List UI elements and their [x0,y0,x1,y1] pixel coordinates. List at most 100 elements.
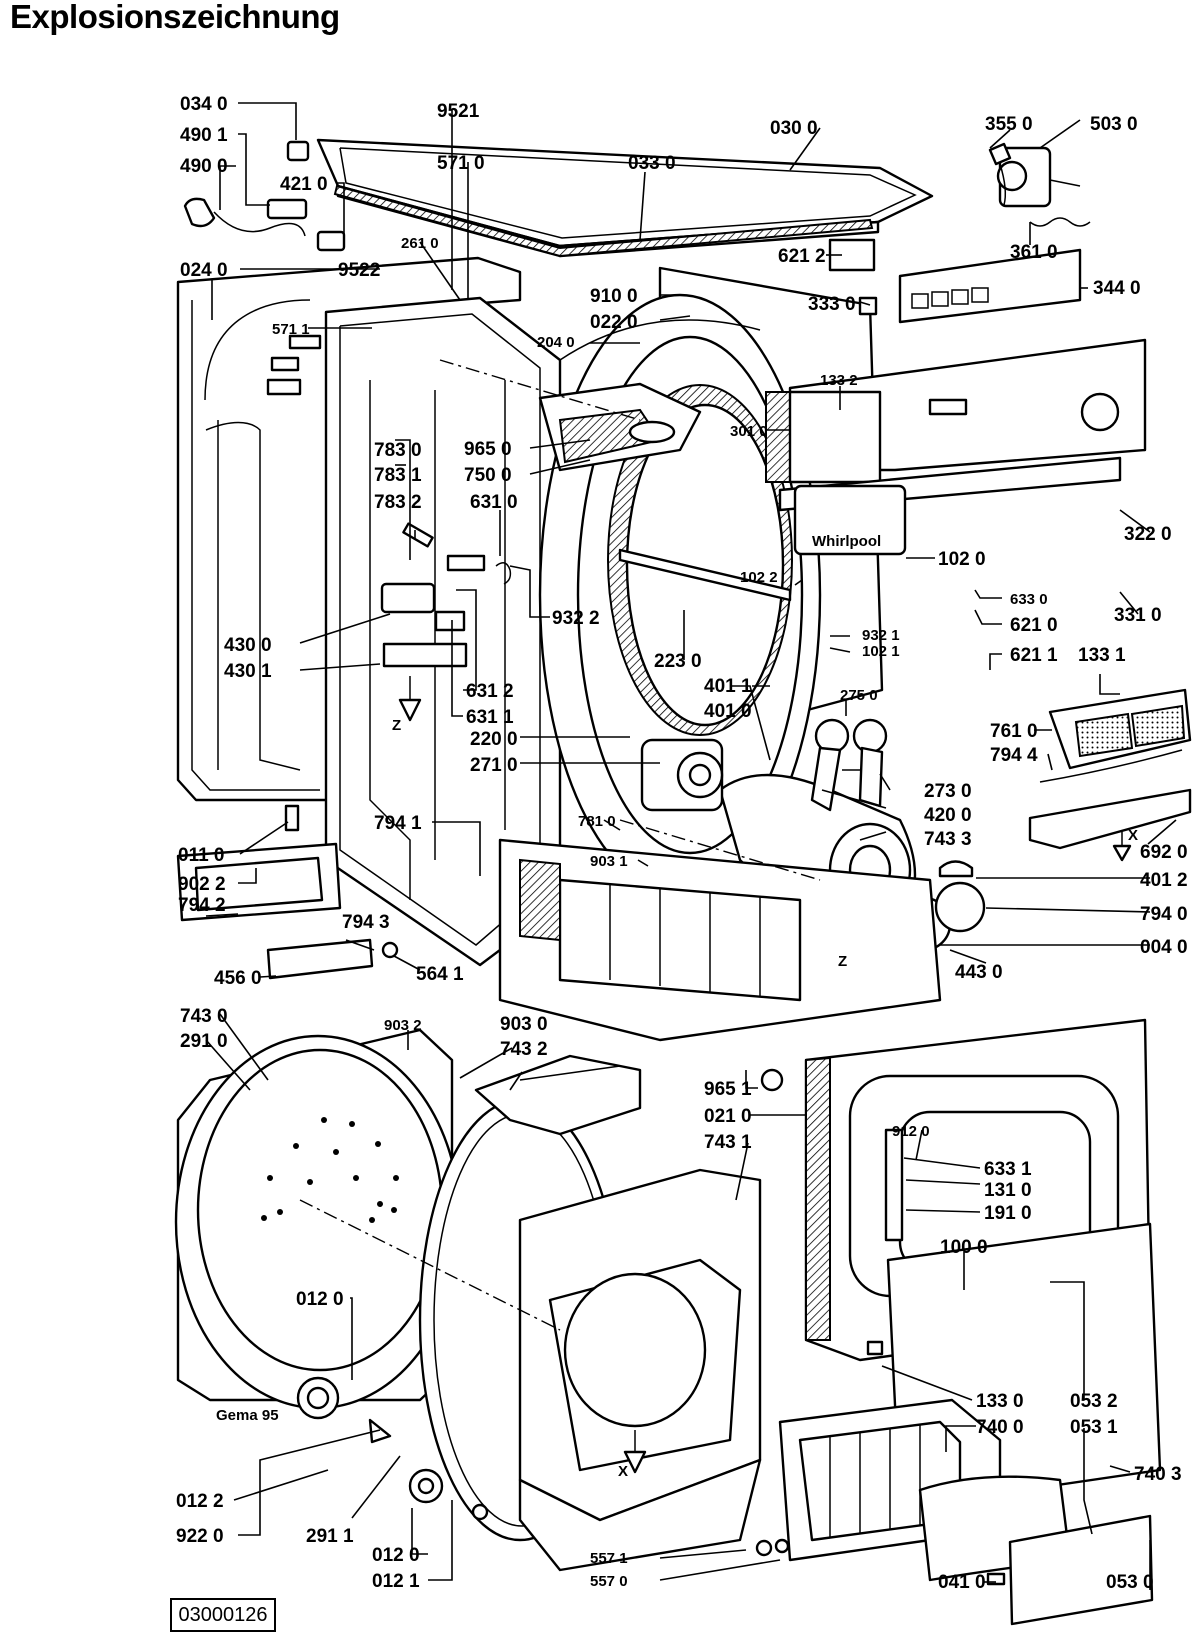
callout-012-2: 012 2 [176,1491,224,1512]
callout-965-1: 965 1 [704,1079,752,1100]
motor-part [640,738,724,812]
callout-761-0: 761 0 [990,721,1038,742]
callout-490-0: 490 0 [180,156,228,177]
callout-794-2: 794 2 [178,895,226,916]
lid-gasket-part [333,184,874,258]
lint-filter-part [1028,688,1192,850]
callout-223-0: 223 0 [654,651,702,672]
callout-633-0: 633 0 [1010,591,1048,608]
callout-932-1: 932 1 [862,627,900,644]
callout-783-2: 783 2 [374,492,422,513]
callout-740-3: 740 3 [1134,1464,1182,1485]
callout-204-0: 204 0 [537,334,575,351]
callout-030-0: 030 0 [770,118,818,139]
callout-903-2: 903 2 [384,1017,422,1034]
callout-012-0-top: 012 0 [296,1289,344,1310]
callout-421-0: 421 0 [280,174,328,195]
callout-401-1: 401 1 [704,676,752,697]
callout-794-0: 794 0 [1140,904,1188,925]
parts-artwork: Whirlpool [174,138,1192,1626]
callout-631-0: 631 0 [470,492,518,513]
callout-740-0: 740 0 [976,1417,1024,1438]
marker-x-filter: X [1128,827,1138,844]
callout-331-0: 331 0 [1114,605,1162,626]
callout-783-1: 783 1 [374,465,422,486]
clamp-part [938,860,974,878]
callout-794-1: 794 1 [374,813,422,834]
callout-344-0: 344 0 [1093,278,1141,299]
callout-033-0: 033 0 [628,153,676,174]
marker-z-left: Z [392,717,401,734]
callout-273-0: 273 0 [924,781,972,802]
sensor-lead [999,163,1007,206]
marker-z-right: Z [838,953,847,970]
callout-564-1: 564 1 [416,964,464,985]
callout-004-0: 004 0 [1140,937,1188,958]
callout-100-0: 100 0 [940,1237,988,1258]
callout-401-2: 401 2 [1140,870,1188,891]
callout-9521: 9521 [437,101,480,122]
callout-133-1: 133 1 [1078,645,1126,666]
callout-021-0: 021 0 [704,1106,752,1127]
callout-903-0: 903 0 [500,1014,548,1035]
callout-361-0: 361 0 [1010,242,1058,263]
callout-022-0-top: 022 0 [590,312,638,333]
callout-621-2: 621 2 [778,246,826,267]
seal-part [474,1054,642,1136]
callout-401-0: 401 0 [704,701,752,722]
callout-750-0: 750 0 [464,465,512,486]
callout-301-0: 301 0 [730,423,768,440]
callout-922-0: 922 0 [176,1526,224,1547]
callout-011-0: 011 0 [178,845,225,866]
callout-783-0: 783 0 [374,440,422,461]
cover-plate-parts [176,804,399,980]
callout-053-1: 053 1 [1070,1417,1118,1438]
callout-903-1: 903 1 [590,853,628,870]
leader-lines [205,102,1177,1590]
callout-571-1: 571 1 [272,321,310,338]
callout-794-4: 794 4 [990,745,1038,766]
base-tray-part [498,838,942,1042]
rear-wall-part: Gema 95 [174,1028,462,1424]
air-duct-part [518,1168,762,1572]
front-handle-part [538,382,702,472]
small-hardware-parts [408,1068,1006,1586]
callout-labels: 034 0 490 1 490 0 421 0 024 0 9521 571 0… [176,94,1188,1593]
callout-743-0: 743 0 [180,1006,228,1027]
callout-271-0: 271 0 [470,755,518,776]
mains-cable-parts [183,140,346,252]
direction-marker-x-right [1112,830,1132,862]
callout-557-1: 557 1 [590,1550,628,1567]
rear-wall-arrow [368,1418,392,1444]
callout-631-1: 631 1 [466,707,514,728]
vent-holes [261,1117,399,1223]
callout-932-2: 932 2 [552,608,600,629]
callout-902-2: 902 2 [178,874,226,895]
callout-743-2: 743 2 [500,1039,548,1060]
callout-333-0: 333 0 [808,294,856,315]
callout-794-3: 794 3 [342,912,390,933]
callout-965-0: 965 0 [464,439,512,460]
callout-261-0: 261 0 [401,235,439,252]
callout-012-0-bottom: 012 0 [372,1545,420,1566]
callout-102-2: 102 2 [740,569,778,586]
bracket-slots [911,287,989,309]
callout-420-0: 420 0 [924,805,972,826]
callout-743-3: 743 3 [924,829,972,850]
brand-mark: Whirlpool [812,533,881,550]
callout-291-0: 291 0 [180,1031,228,1052]
callout-692-0: 692 0 [1140,842,1188,863]
callout-131-0: 131 0 [984,1180,1032,1201]
sensor-part [988,142,1012,166]
callout-220-0: 220 0 [470,729,518,750]
callout-781-0: 781 0 [578,813,616,830]
callout-430-1: 430 1 [224,661,272,682]
callout-024-0: 024 0 [180,260,228,281]
callout-9522: 9522 [338,260,380,281]
seal-ring-part [934,881,986,933]
callout-322-0: 322 0 [1124,524,1172,545]
callout-291-1: 291 1 [306,1526,354,1547]
callout-102-0: 102 0 [938,549,986,570]
callout-912-0: 912 0 [892,1123,930,1140]
